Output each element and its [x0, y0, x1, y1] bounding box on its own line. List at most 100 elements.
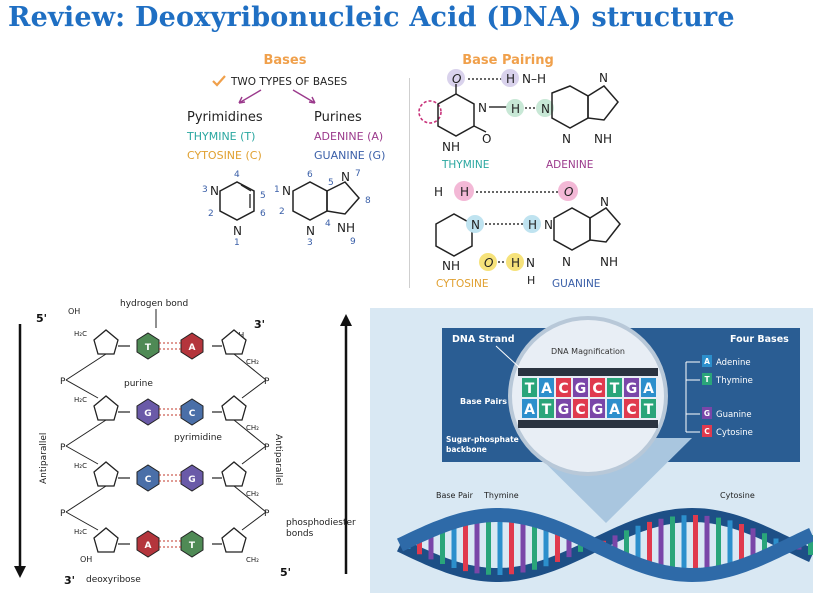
legend-swatch: [702, 373, 712, 385]
atom-n: N: [600, 195, 609, 209]
ring-n: N: [210, 184, 219, 198]
atom-h: H: [528, 218, 537, 232]
backbone-bond: [65, 379, 99, 399]
h2c-label: H₂C: [74, 330, 87, 338]
atom-h: H: [511, 102, 520, 116]
antiparallel-left-label: Antiparallel: [39, 433, 49, 484]
base-letter: A: [189, 343, 196, 353]
legend-name: Thymine: [715, 376, 753, 386]
helix-strand: [396, 508, 813, 583]
ring-number: 1: [274, 185, 280, 195]
atom-nh: NH: [600, 255, 618, 269]
deoxyribose-sugar: [93, 527, 119, 553]
ring-number: 3: [307, 238, 313, 248]
four-bases-label: Four Bases: [730, 334, 789, 345]
ch2-label: CH₂: [246, 556, 259, 564]
base-block: [590, 378, 605, 397]
dna-strand-label: DNA Strand: [452, 334, 515, 345]
base-block-letter: G: [575, 381, 587, 397]
base-block-letter: A: [643, 381, 654, 397]
phosphate-p: P: [264, 377, 270, 387]
atom-o: O: [452, 72, 461, 86]
base-block: [522, 399, 537, 418]
deoxyribose-sugar: [221, 329, 247, 355]
thymine-label: THYMINE (T): [186, 130, 255, 143]
base-letter: C: [145, 475, 152, 485]
atom-h: H: [434, 185, 443, 199]
ch2-label: CH₂: [246, 358, 259, 366]
nitrogen-circle: [536, 99, 554, 117]
purine-label: purine: [124, 379, 153, 389]
atom-n: N: [541, 102, 550, 116]
adenine-pair-label: ADENINE: [546, 159, 593, 171]
legend-name: Cytosine: [716, 428, 753, 438]
oxygen-circle: [479, 253, 497, 271]
base-block-letter: C: [575, 402, 585, 418]
cytosine-helix-label: Cytosine: [720, 491, 755, 500]
page-title: Review: Deoxyribonucleic Acid (DNA) stru…: [8, 2, 735, 33]
atom-h: H: [506, 72, 515, 86]
base-block-letter: T: [542, 402, 552, 418]
bonds-label: bonds: [286, 529, 314, 539]
ring-number: 9: [350, 237, 356, 247]
base-hexagon: [136, 398, 160, 426]
base-block: [641, 399, 656, 418]
h2c-label: H₂C: [74, 396, 87, 404]
bases-heading: Bases: [264, 53, 307, 68]
ring-n: N: [306, 224, 315, 238]
h2c-label: H₂C: [74, 462, 87, 470]
backbone-bond: [65, 353, 107, 381]
strand-backbone-top: [518, 368, 658, 376]
legend-letter: A: [704, 357, 710, 366]
hydrogen-bond-label: hydrogen bond: [120, 299, 188, 309]
oh-label: OH: [68, 307, 80, 316]
atom-n: N: [562, 255, 571, 269]
ring-number: 6: [307, 170, 313, 180]
base-hexagon: [180, 332, 204, 360]
backbone-bond: [241, 445, 267, 465]
base-block: [624, 399, 639, 418]
backbone-bond: [233, 485, 267, 513]
ring-number: 8: [365, 196, 371, 206]
base-letter: G: [188, 475, 195, 485]
deoxyribose-sugar: [93, 461, 119, 487]
deoxyribose-sugar: [221, 395, 247, 421]
ring-number: 1: [234, 238, 240, 248]
base-block: [573, 378, 588, 397]
base-block: [641, 378, 656, 397]
atom-o: O: [484, 256, 493, 270]
ring-number: 2: [279, 207, 285, 217]
deoxyribose-sugar: [221, 527, 247, 553]
cytosine-label: CYTOSINE (C): [187, 149, 262, 162]
ring-n: N: [341, 170, 350, 184]
backbone-bond: [233, 419, 267, 447]
atom-nh: NH: [594, 132, 612, 146]
base-block-letter: C: [592, 381, 602, 397]
base-block-letter: T: [610, 381, 620, 397]
down-arrow-head: [14, 566, 26, 578]
adenine-label: ADENINE (A): [314, 130, 383, 143]
ring-number: 3: [202, 185, 208, 195]
base-block: [556, 378, 571, 397]
methyl-circle: [418, 100, 442, 124]
deoxyribose-sugar: [93, 329, 119, 355]
atom-o: O: [482, 132, 491, 146]
base-block: [590, 399, 605, 418]
antiparallel-strands-panel: Antiparallel Antiparallel 5' 3' 3' 5' hy…: [14, 299, 356, 587]
legend-name: Guanine: [716, 410, 752, 420]
panel-divider: [409, 78, 410, 288]
legend-letter: G: [704, 409, 710, 418]
base-letter: A: [145, 541, 152, 551]
legend-swatch: [702, 355, 712, 367]
ch2-label: CH₂: [246, 490, 259, 498]
atom-n: N: [526, 256, 535, 270]
ring-nh: NH: [337, 221, 355, 235]
cytosine-pair-label: CYTOSINE: [436, 278, 489, 290]
base-block: [539, 378, 554, 397]
backbone-bond: [65, 419, 107, 447]
backbone-bond: [241, 511, 267, 531]
phosphodiester-label: phosphodiester: [286, 518, 356, 528]
five-prime-bottom: 5': [280, 566, 291, 579]
base-block: [607, 399, 622, 418]
backbone-bond: [233, 353, 267, 381]
